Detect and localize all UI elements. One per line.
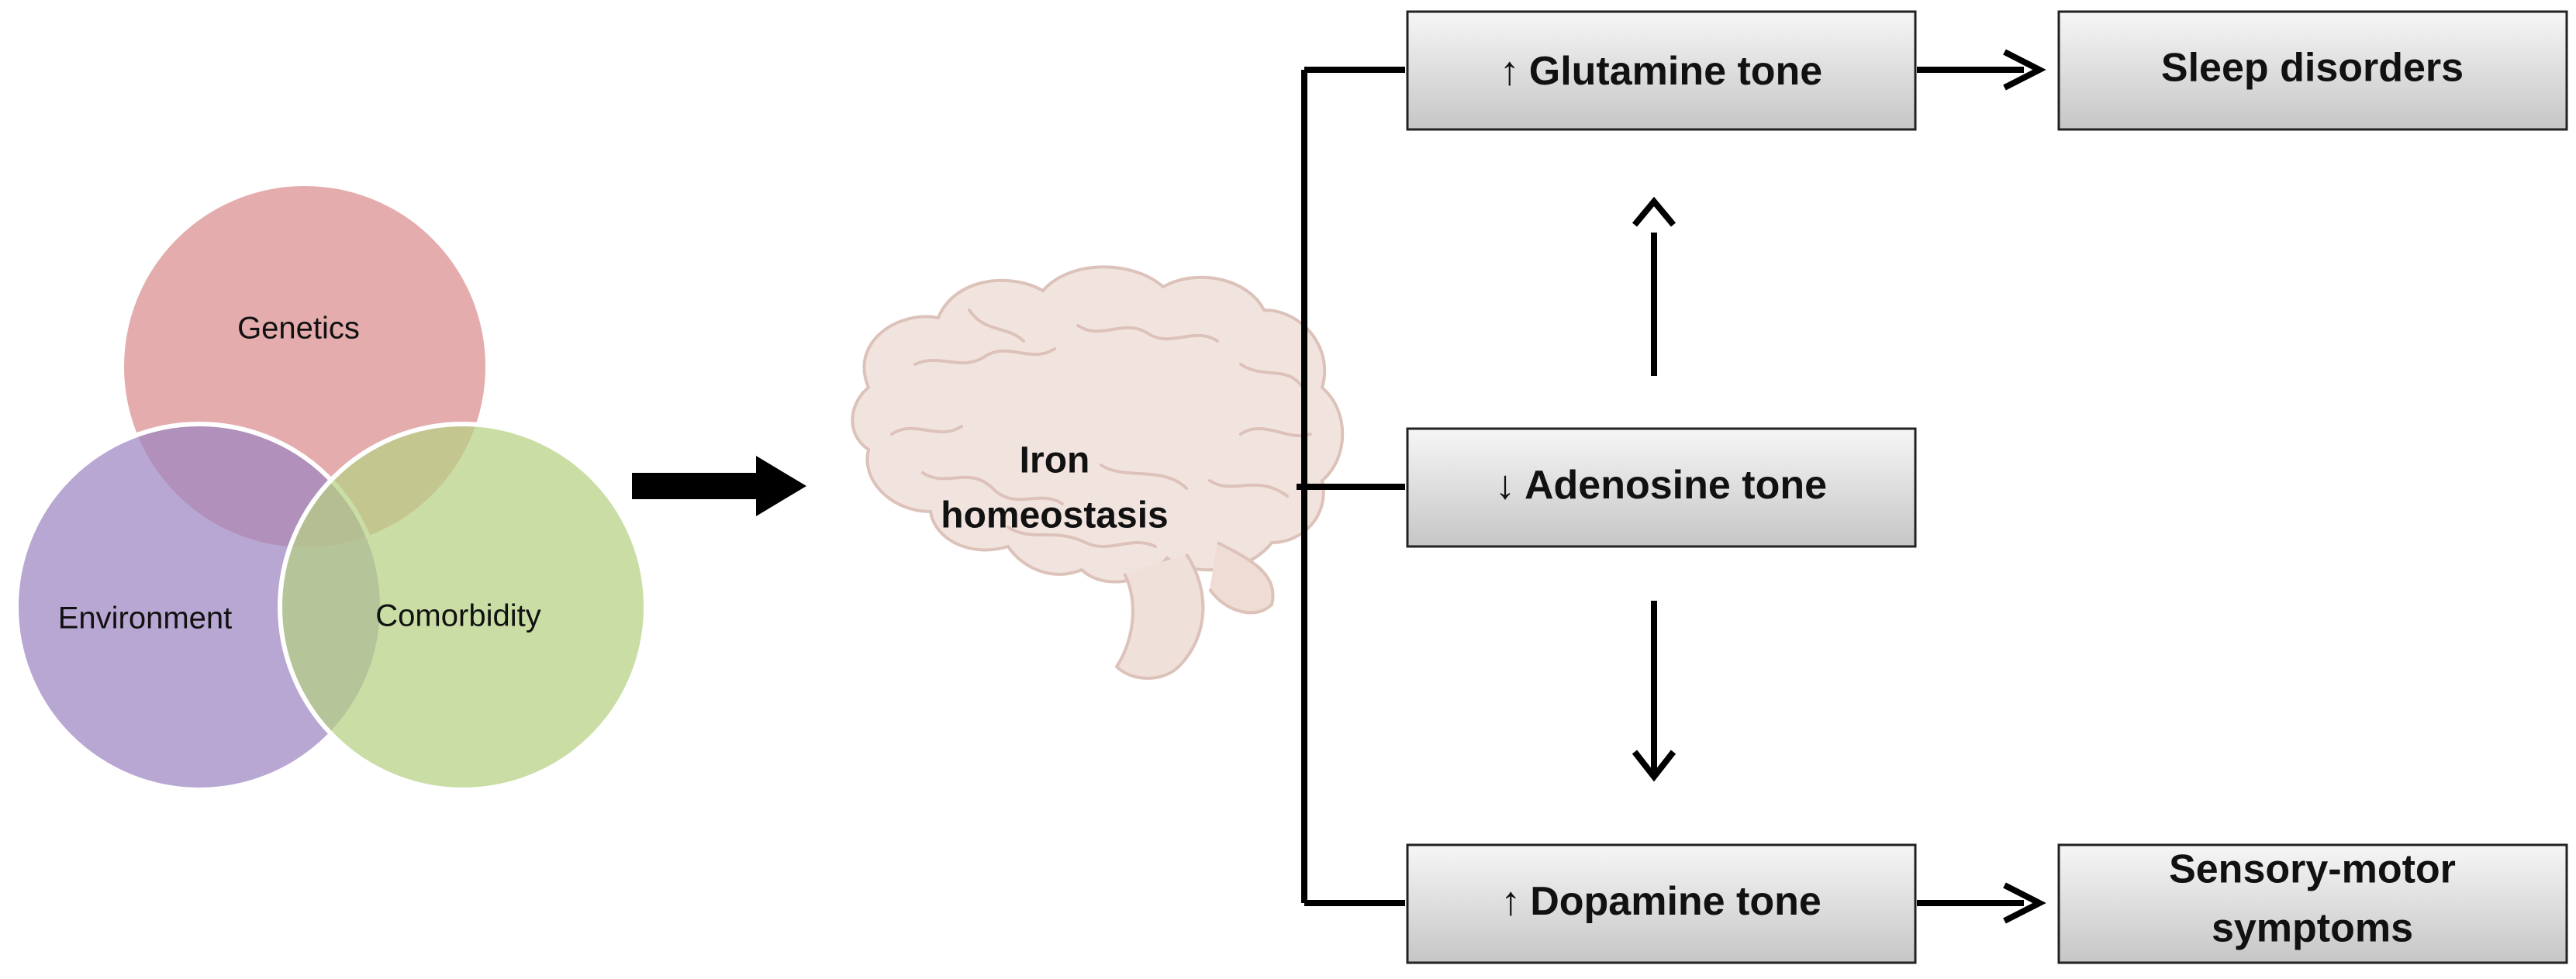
genetics-label: Genetics	[237, 312, 360, 346]
sensory-motor-label-line1: Sensory-motor	[2169, 847, 2456, 892]
sensory-motor-label-line2: symptoms	[2212, 906, 2413, 951]
comorbidity-label: Comorbidity	[375, 599, 540, 633]
adenosine-label: Adenosine tone	[1525, 463, 1827, 508]
svg-text:↑Dopamine tone: ↑Dopamine tone	[1500, 879, 1822, 924]
dopamine-box: ↑Dopamine tone	[1406, 843, 1917, 964]
brain-label-line1: Iron	[1020, 440, 1090, 481]
svg-text:↑Glutamine tone: ↑Glutamine tone	[1500, 49, 1822, 94]
sensory-motor-box: Sensory-motor symptoms	[2057, 843, 2568, 964]
dopamine-arrow-icon: ↑	[1500, 879, 1521, 924]
glutamine-label: Glutamine tone	[1529, 49, 1822, 94]
sleep-disorders-label: Sleep disorders	[2161, 46, 2464, 91]
adenosine-up-arrow	[1632, 196, 1676, 376]
bracket-connector	[1297, 67, 1405, 906]
svg-text:↓Adenosine tone: ↓Adenosine tone	[1495, 463, 1827, 508]
venn-diagram: Genetics Environment Comorbidity	[14, 181, 648, 792]
glutamine-arrow-icon: ↑	[1500, 49, 1520, 94]
dopamine-label: Dopamine tone	[1530, 879, 1822, 924]
sleep-disorders-box: Sleep disorders	[2057, 10, 2568, 131]
environment-label: Environment	[58, 602, 233, 636]
venn-to-brain-arrow	[632, 456, 806, 516]
adenosine-down-arrow	[1632, 601, 1676, 782]
comorbidity-circle	[278, 422, 648, 792]
dopamine-to-sensory-arrow	[1917, 882, 2046, 924]
brain-icon: Iron homeostasis	[851, 265, 1345, 680]
glutamine-box: ↑Glutamine tone	[1406, 10, 1917, 131]
glutamine-to-sleep-arrow	[1917, 49, 2046, 91]
adenosine-arrow-icon: ↓	[1495, 463, 1515, 508]
brain-label-line2: homeostasis	[941, 495, 1168, 536]
adenosine-box: ↓Adenosine tone	[1406, 427, 1917, 548]
